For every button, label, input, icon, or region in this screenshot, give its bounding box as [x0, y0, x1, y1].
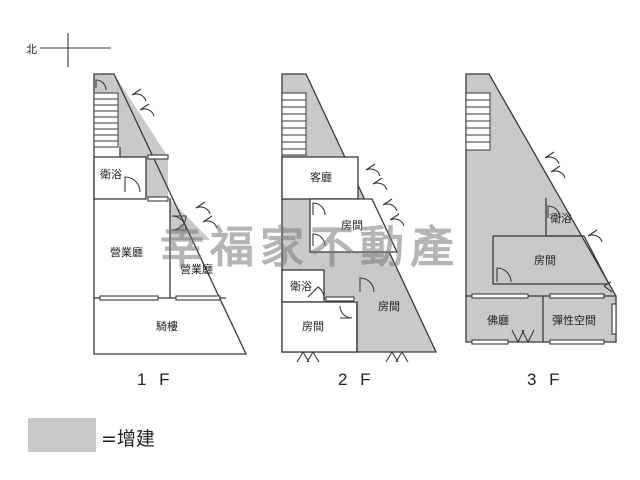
- floor-2-stairs: [281, 92, 307, 156]
- floor-2-plan: 客廳 房間 衛浴 房間 房間 2 F: [281, 73, 438, 389]
- room-label: 彈性空間: [552, 313, 596, 327]
- north-label: 北: [26, 43, 37, 56]
- room-label: 房間: [534, 254, 556, 267]
- legend-text: =增建: [101, 428, 155, 450]
- room-label: 衛浴: [550, 212, 572, 225]
- room-label: 房間: [378, 300, 400, 313]
- floor-1-plan: 衛浴 營業廳 營業廳 騎樓 1 F: [93, 73, 248, 389]
- room-label: 衛浴: [100, 168, 122, 181]
- room-label: 佛廳: [487, 313, 509, 327]
- room-label: 房間: [341, 219, 363, 232]
- room-label: 客廳: [310, 170, 332, 184]
- legend-swatch: [28, 418, 96, 452]
- floor-label: 3 F: [527, 370, 564, 389]
- room-label: 騎樓: [156, 319, 178, 333]
- watermark: 幸福家不動產: [160, 222, 460, 273]
- floor-label: 2 F: [338, 370, 375, 389]
- room-label: 衛浴: [290, 280, 312, 293]
- room-label: 房間: [302, 320, 324, 333]
- compass-icon: [40, 33, 111, 67]
- room-label: 營業廳: [110, 245, 143, 259]
- room-label: 營業廳: [180, 262, 213, 276]
- floor-3-plan: 衛浴 房間 佛廳 彈性空間 3 F: [465, 73, 617, 389]
- floor-1-stairs: [93, 92, 119, 148]
- floor-label: 1 F: [137, 370, 174, 389]
- floor-3-stairs: [465, 92, 491, 151]
